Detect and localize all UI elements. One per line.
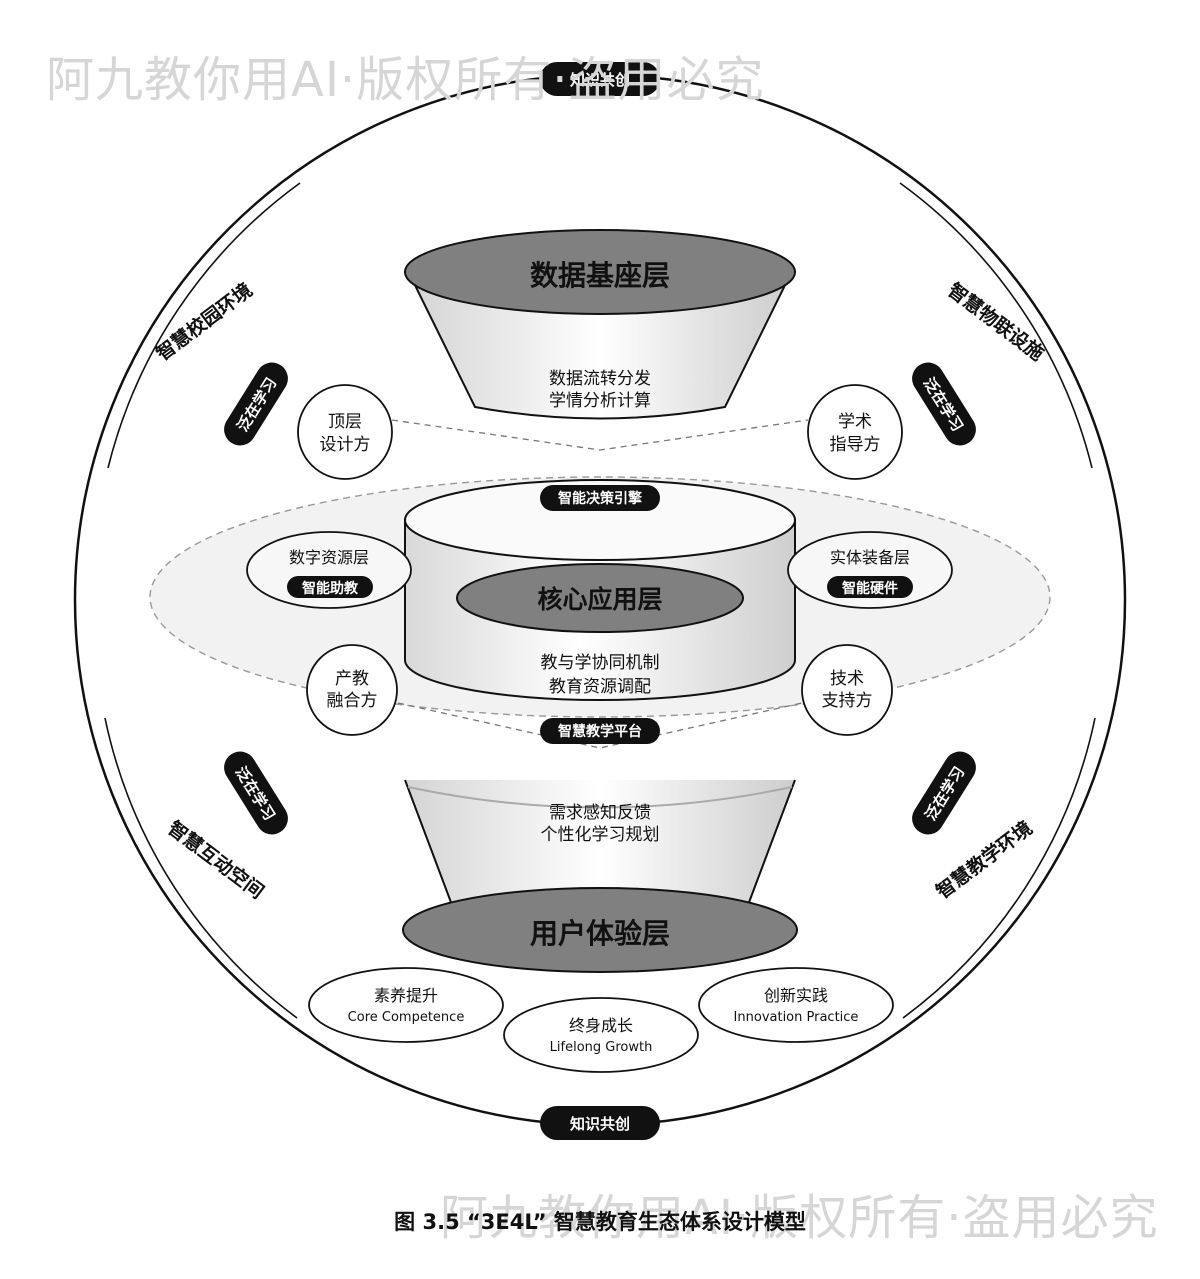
outcome-core-competence-en: Core Competence (348, 1010, 465, 1025)
outcome-lifelong-growth-en: Lifelong Growth (550, 1040, 653, 1055)
outcome-innovation-practice-en: Innovation Practice (734, 1010, 859, 1025)
watermark-top: 阿九教你用AI·版权所有·盗用必究 (46, 52, 765, 108)
physical-equipment-title: 实体装备层 (830, 548, 910, 567)
role-academic-guidance: 学术 指导方 (807, 384, 903, 480)
decision-engine-label: 智能决策引擎 (557, 490, 642, 507)
role-academic-line1: 学术 (838, 412, 872, 432)
data-foundation-line1: 数据流转分发 (549, 369, 651, 389)
arc-label-lower-left: 智慧互动空间 (163, 816, 268, 903)
user-experience-line2: 个性化学习规划 (541, 825, 660, 845)
outcome-core-competence: 素养提升 Core Competence (308, 967, 504, 1043)
core-layer-line2: 教育资源调配 (549, 677, 651, 697)
user-experience-line1: 需求感知反馈 (549, 803, 651, 823)
ring-badge-top-label: 知识共创 (570, 71, 630, 89)
user-experience-layer: 需求感知反馈 个性化学习规划 用户体验层 (402, 779, 798, 973)
teaching-platform-label: 智慧教学平台 (557, 723, 642, 740)
pan-badge-upper-left: 泛在学习 (224, 362, 288, 446)
outcome-innovation-practice: 创新实践 Innovation Practice (698, 967, 894, 1043)
arc-label-upper-left: 智慧校园环境 (152, 278, 257, 365)
digital-resource-badge: 智能助教 (301, 580, 359, 597)
physical-equipment-badge: 智能硬件 (841, 580, 898, 597)
data-foundation-title: 数据基座层 (530, 259, 670, 292)
pan-badge-lower-left: 泛在学习 (224, 751, 288, 835)
role-industry-line1: 产教 (335, 669, 369, 689)
role-industry-line2: 融合方 (327, 691, 378, 711)
teaching-platform-badge: 智慧教学平台 (540, 718, 660, 744)
core-application-layer: 核心应用层 教与学协同机制 教育资源调配 (404, 479, 796, 701)
outcome-core-competence-zh: 素养提升 (374, 986, 438, 1005)
outcome-lifelong-growth: 终身成长 Lifelong Growth (503, 997, 699, 1073)
watermark-bottom: 阿九教你用AI·版权所有·盗用必究 (440, 1190, 1159, 1246)
digital-resource-layer: 数字资源层 智能助教 (246, 531, 412, 609)
pan-badge-upper-right: 泛在学习 (912, 362, 976, 446)
data-foundation-layer: 数据基座层 数据流转分发 学情分析计算 (404, 229, 796, 420)
arc-label-lower-right: 智慧教学环境 (932, 816, 1037, 903)
physical-equipment-layer: 实体装备层 智能硬件 (787, 531, 953, 609)
role-technical-line1: 技术 (830, 669, 864, 689)
ring-badge-bottom-label: 知识共创 (570, 1115, 630, 1133)
connector-bottom (397, 702, 803, 749)
connector-top (391, 419, 809, 451)
arc-arrow-lower-left (104, 717, 298, 1019)
role-top-design: 顶层 设计方 (297, 384, 393, 480)
arc-arrow-lower-right (902, 717, 1096, 1019)
arc-label-upper-right: 智慧物联设施 (943, 278, 1048, 365)
data-foundation-line2: 学情分析计算 (549, 391, 651, 411)
core-layer-title: 核心应用层 (537, 585, 662, 614)
arc-arrow-upper-left (107, 182, 301, 469)
pan-badge-lower-right: 泛在学习 (912, 751, 976, 835)
arc-arrow-upper-right (899, 182, 1093, 469)
digital-resource-title: 数字资源层 (289, 548, 369, 567)
user-experience-title: 用户体验层 (530, 917, 670, 950)
role-top-design-line2: 设计方 (320, 435, 371, 455)
decision-engine-badge: 智能决策引擎 (540, 485, 660, 511)
ring-badge-top: 知识共创 (540, 62, 660, 96)
role-academic-line2: 指导方 (830, 435, 881, 455)
figure-caption: 图 3.5 “3E4L” 智慧教育生态体系设计模型 (394, 1210, 806, 1234)
outcome-innovation-practice-zh: 创新实践 (764, 986, 828, 1005)
role-industry-education: 产教 融合方 (306, 644, 398, 736)
role-technical-support: 技术 支持方 (801, 644, 893, 736)
role-technical-line2: 支持方 (822, 691, 873, 711)
role-top-design-line1: 顶层 (328, 412, 362, 432)
core-layer-line1: 教与学协同机制 (541, 653, 660, 673)
ring-badge-bottom: 知识共创 (540, 1106, 660, 1140)
outcome-lifelong-growth-zh: 终身成长 (569, 1016, 633, 1035)
